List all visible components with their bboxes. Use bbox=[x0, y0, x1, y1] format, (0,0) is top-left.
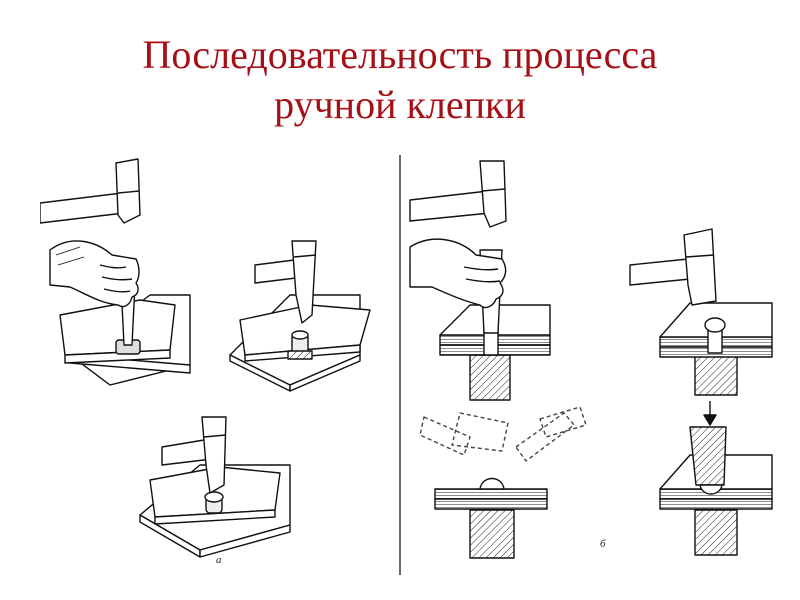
slide-title: Последовательность процесса ручной клепк… bbox=[0, 30, 800, 130]
panel-b bbox=[409, 160, 773, 559]
step-a1-punch-hammer bbox=[40, 158, 191, 386]
panel-a bbox=[40, 158, 371, 558]
step-b1-punch-section bbox=[409, 160, 551, 401]
riveting-illustration: а bbox=[40, 155, 780, 575]
step-b2-hammer-above bbox=[629, 228, 773, 396]
step-a3-heading bbox=[139, 416, 291, 558]
caption-a: а bbox=[216, 554, 222, 566]
title-line-2: ручной клепки bbox=[274, 82, 526, 127]
step-a2-settling bbox=[229, 240, 371, 392]
step-b3-forming-head bbox=[419, 406, 587, 559]
caption-b: б bbox=[600, 538, 606, 550]
step-b4-crimping-die bbox=[659, 401, 773, 556]
title-line-1: Последовательность процесса bbox=[142, 32, 658, 77]
